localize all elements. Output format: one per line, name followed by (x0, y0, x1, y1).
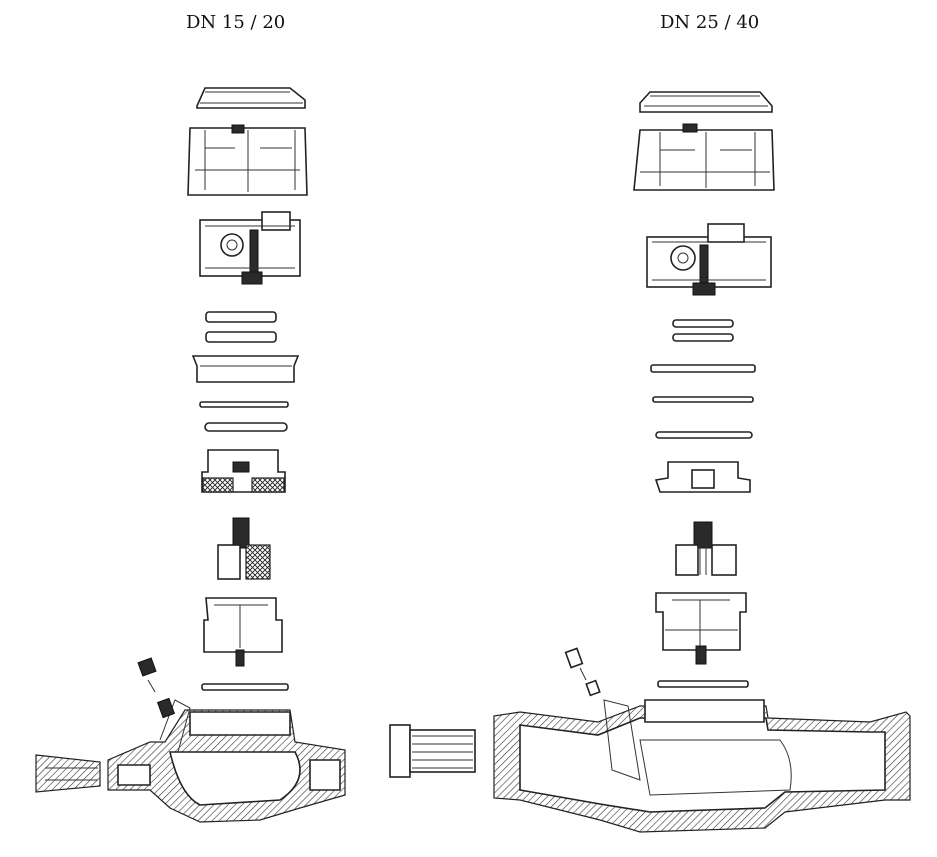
dn15-lid (196, 87, 306, 109)
dn15-inlet-strainer (35, 754, 101, 793)
dn25-gaskets (650, 364, 756, 439)
dn25-register-mechanism (646, 223, 772, 296)
dn15-meter-body (107, 699, 346, 823)
dn25-chamber-top (654, 461, 751, 493)
dn15-chamber-top (201, 449, 286, 493)
dn15-bottom-gasket (201, 683, 289, 691)
dn25-seal-rings (672, 319, 734, 342)
dn25-40-title: DN 25 / 40 (660, 12, 760, 33)
dn25-adjustment-screw (564, 647, 601, 697)
dn15-gaskets (199, 401, 289, 432)
dn15-seal-rings (205, 311, 277, 343)
dn25-impeller (675, 521, 737, 576)
dn15-20-title: DN 15 / 20 (186, 12, 286, 33)
dn25-meter-body (493, 699, 911, 833)
dn15-adjustment-screw (137, 657, 176, 719)
dn25-measuring-chamber (655, 592, 747, 665)
dn25-40-exploded-assembly (389, 91, 911, 833)
dn25-lid (639, 91, 773, 113)
dn15-upper-housing (187, 124, 308, 196)
dn25-upper-housing (633, 123, 775, 191)
dn25-bottom-gasket (657, 680, 749, 688)
dn15-measuring-chamber (203, 597, 283, 667)
dn15-register-mechanism (199, 211, 301, 285)
dn15-20-exploded-assembly (35, 87, 346, 823)
dn25-inlet-strainer (389, 724, 476, 778)
dn15-cap-flange (191, 355, 300, 383)
dn15-impeller (217, 517, 271, 580)
